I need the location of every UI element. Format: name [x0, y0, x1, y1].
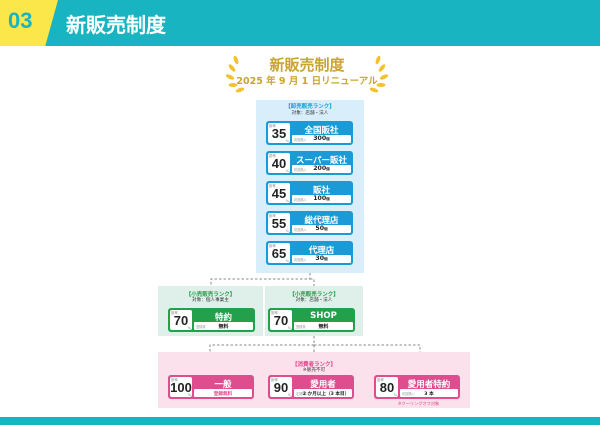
rank-name: 代理店 — [308, 246, 335, 256]
rank-number: 40 — [271, 156, 287, 171]
rank-name: 愛用者特約 — [407, 380, 451, 390]
wholesale-target: 対象：店舗・法人 — [291, 111, 329, 116]
retail-target: 対象：店舗・法人 — [295, 298, 333, 303]
rank-number: 90 — [273, 380, 289, 395]
cooling-off-note: ※クーリングオフ対象 — [398, 401, 440, 406]
header-bar: 03 新販売制度 — [0, 0, 600, 46]
rank-name: スーパー販社 — [296, 156, 347, 166]
rank-name: SHOP — [310, 311, 337, 321]
wholesale-label: 【卸売販売ランク】 — [285, 104, 335, 110]
rank-number: 70 — [173, 313, 189, 328]
rank-number: 45 — [271, 186, 287, 201]
rank-number: 70 — [273, 313, 289, 328]
section-number: 03 — [8, 8, 33, 33]
rank-number: 80 — [379, 380, 395, 395]
rank-name: 総代理店 — [304, 216, 339, 226]
footer-bar — [0, 417, 600, 425]
chart-title: 新販売制度 — [269, 56, 345, 74]
rank-number: 65 — [271, 246, 287, 261]
consumer-note: ※販売不可 — [302, 368, 326, 373]
rank-number: 100 — [170, 380, 192, 395]
retail-label: 【小売販売ランク】 — [289, 292, 339, 298]
chart-subtitle: 2025 年 9 月 1 日リニューアル — [236, 76, 378, 87]
rank-name: 一般 — [214, 380, 232, 390]
retail-label: 【小売販売ランク】 — [185, 292, 236, 298]
rank-name: 愛用者 — [310, 380, 336, 390]
laurel-wreath-icon — [225, 55, 389, 93]
rank-number: 55 — [271, 216, 287, 231]
page-title: 新販売制度 — [66, 13, 166, 37]
rank-name: 特約 — [214, 313, 232, 323]
retail-target: 対象：個人事業主 — [192, 298, 229, 303]
rank-number: 35 — [271, 126, 287, 141]
consumer-label: 【消費者ランク】 — [291, 362, 336, 368]
rank-name: 販社 — [312, 186, 330, 196]
rank-name: 全国販社 — [304, 126, 339, 136]
